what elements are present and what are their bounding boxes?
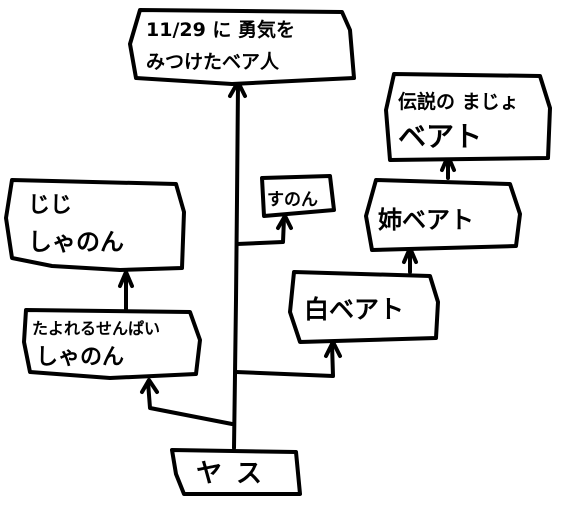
node-reliable-senpai-line-2: しゃのん bbox=[36, 345, 124, 370]
node-sister-bear-label: 姉ベアト bbox=[378, 206, 474, 234]
node-white-bear-label: 白ベアト bbox=[304, 295, 404, 324]
arrowhead-jiji bbox=[118, 270, 134, 288]
node-sister-bear-outline bbox=[364, 178, 522, 252]
node-found-courage-outline bbox=[128, 8, 356, 86]
node-reliable-senpai-line-1: たよれるせんぱい bbox=[32, 319, 160, 338]
node-jiji-shanon-outline bbox=[4, 178, 186, 272]
node-legendary-witch-line-2: ベアト bbox=[398, 120, 482, 153]
edge-trunk-to-white-bear bbox=[234, 342, 335, 378]
edge-yasu-to-found-courage bbox=[232, 82, 240, 450]
node-sunon-label: すのん bbox=[267, 190, 318, 210]
node-jiji-shanon-line-1: じじ bbox=[28, 193, 72, 218]
node-found-courage: 11/29 に 勇気を みつけたベア人 bbox=[128, 8, 356, 86]
node-white-bear-outline bbox=[288, 270, 440, 344]
node-reliable-senpai: たよれるせんぱい しゃのん bbox=[22, 308, 202, 380]
node-legendary-witch: 伝説の まじょ ベアト bbox=[384, 72, 552, 162]
node-legendary-witch-line-1: 伝説の まじょ bbox=[398, 90, 519, 113]
node-legendary-witch-outline bbox=[384, 72, 552, 162]
node-yasu: ヤス bbox=[170, 448, 302, 496]
node-jiji-shanon-line-2: しゃのん bbox=[28, 228, 124, 256]
edge-yasu-to-reliable-senpai bbox=[146, 380, 234, 426]
node-sunon-outline bbox=[260, 174, 336, 218]
node-yasu-outline bbox=[170, 448, 302, 496]
edge-trunk-to-sunon bbox=[235, 216, 286, 246]
node-jiji-shanon: じじ しゃのん bbox=[4, 178, 186, 272]
node-white-bear: 白ベアト bbox=[288, 270, 440, 344]
arrowhead-reliable-senpai bbox=[140, 378, 159, 394]
node-sunon: すのん bbox=[260, 174, 336, 218]
node-found-courage-line-2: みつけたベア人 bbox=[146, 51, 280, 73]
node-found-courage-line-1: 11/29 に 勇気を bbox=[146, 18, 295, 41]
node-sister-bear: 姉ベアト bbox=[364, 178, 522, 252]
node-yasu-label: ヤス bbox=[196, 459, 276, 489]
node-reliable-senpai-outline bbox=[22, 308, 202, 380]
